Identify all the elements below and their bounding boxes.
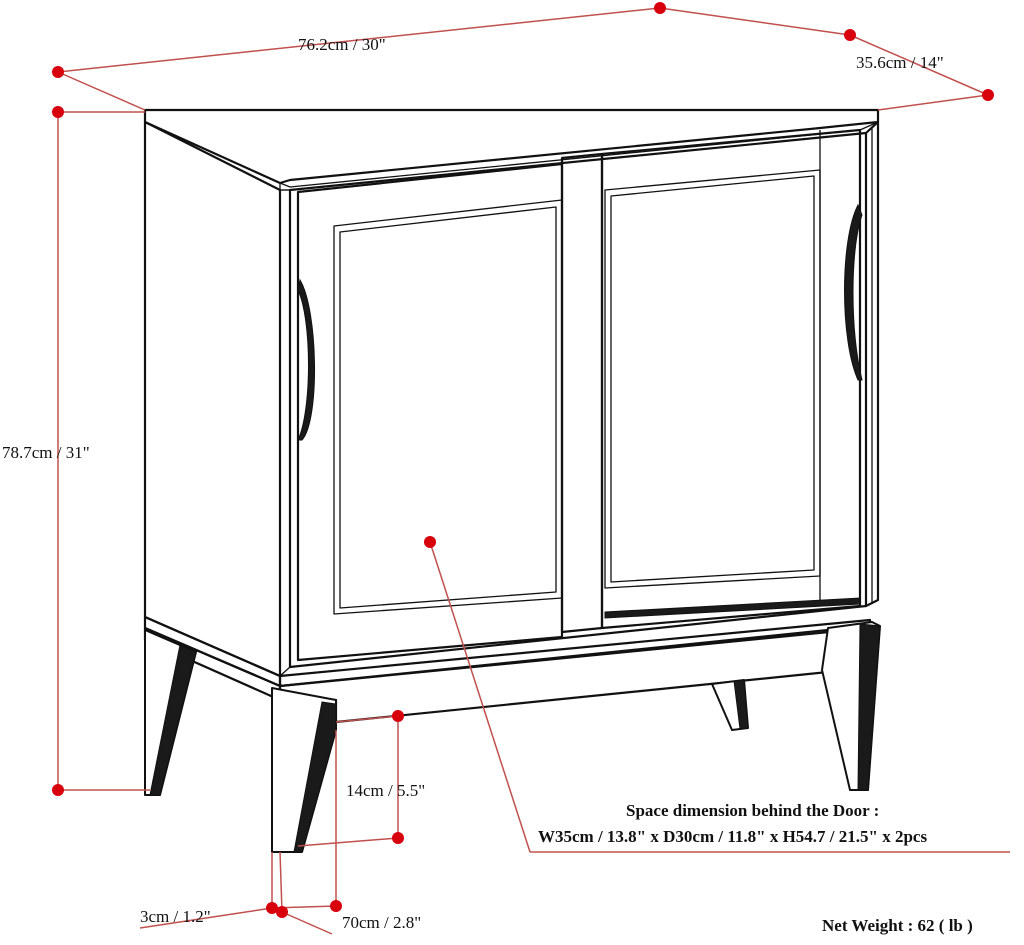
- front-left-leg-shade: [293, 701, 337, 853]
- clearance-label: 14cm / 5.5": [346, 781, 425, 800]
- dot-leg-width: [330, 900, 342, 912]
- depth-dimension-line: [849, 34, 989, 96]
- door-track: [604, 597, 861, 619]
- dot-height-bottom: [52, 784, 64, 796]
- depth-extension-right: [877, 94, 989, 111]
- back-left-leg-shade: [149, 644, 197, 796]
- cabinet-front-inner: [279, 189, 291, 677]
- right-door-frame: [600, 128, 862, 630]
- width-dimension-line: [57, 7, 661, 73]
- height-label: 78.7cm / 31": [2, 443, 90, 462]
- left-door-frame: [296, 162, 564, 662]
- left-door-handle: [297, 278, 315, 441]
- leg-width-leader: [281, 911, 333, 935]
- dot-width-right: [654, 2, 666, 14]
- dimension-lines: [57, 7, 1010, 935]
- right-door-handle: [844, 203, 863, 381]
- clearance-extension-top: [335, 715, 399, 723]
- cabinet-drawing: [143, 108, 881, 853]
- width-label: 76.2cm / 30": [298, 35, 386, 54]
- right-door-panel: [604, 169, 821, 589]
- dot-clearance-top: [392, 710, 404, 722]
- dot-space-pointer: [424, 536, 436, 548]
- width-extension-left: [57, 71, 146, 111]
- clearance-extension-bottom: [297, 837, 399, 847]
- cabinet-top-front-edge: [144, 121, 879, 188]
- leg-width-label: 70cm / 2.8": [342, 913, 421, 932]
- cabinet-right-edge: [864, 120, 880, 608]
- dot-width-left: [52, 66, 64, 78]
- space-note-title: Space dimension behind the Door :: [626, 801, 879, 820]
- dimension-dots: [52, 2, 994, 918]
- dot-clearance-bottom: [392, 832, 404, 844]
- space-note-detail: W35cm / 13.8" x D30cm / 11.8" x H54.7 / …: [538, 827, 927, 846]
- depth-label: 35.6cm / 14": [856, 53, 944, 72]
- dot-leg-thickness-2: [276, 906, 288, 918]
- dot-height-top: [52, 106, 64, 118]
- leg-thickness-extension-2: [279, 851, 283, 913]
- dot-depth-top: [844, 29, 856, 41]
- dimension-labels: 76.2cm / 30" 35.6cm / 14" 78.7cm / 31" 1…: [2, 35, 973, 935]
- dot-leg-thickness: [266, 902, 278, 914]
- space-leader-line: [429, 541, 531, 853]
- right-door-panel-inset: [610, 175, 815, 583]
- net-weight-label: Net Weight : 62 ( lb ): [822, 916, 973, 935]
- cabinet-left-side: [143, 120, 282, 678]
- leg-thickness-leader: [139, 907, 273, 929]
- cabinet-front-face: [288, 131, 868, 669]
- front-right-leg-shade: [857, 623, 881, 791]
- left-door-panel-inset: [339, 206, 557, 609]
- back-right-leg-shade: [733, 679, 749, 730]
- depth-extension: [659, 7, 851, 36]
- left-door-panel: [333, 199, 563, 615]
- dot-depth-bottom: [982, 89, 994, 101]
- center-stile: [560, 152, 604, 634]
- leg-thickness-label: 3cm / 1.2": [140, 907, 211, 926]
